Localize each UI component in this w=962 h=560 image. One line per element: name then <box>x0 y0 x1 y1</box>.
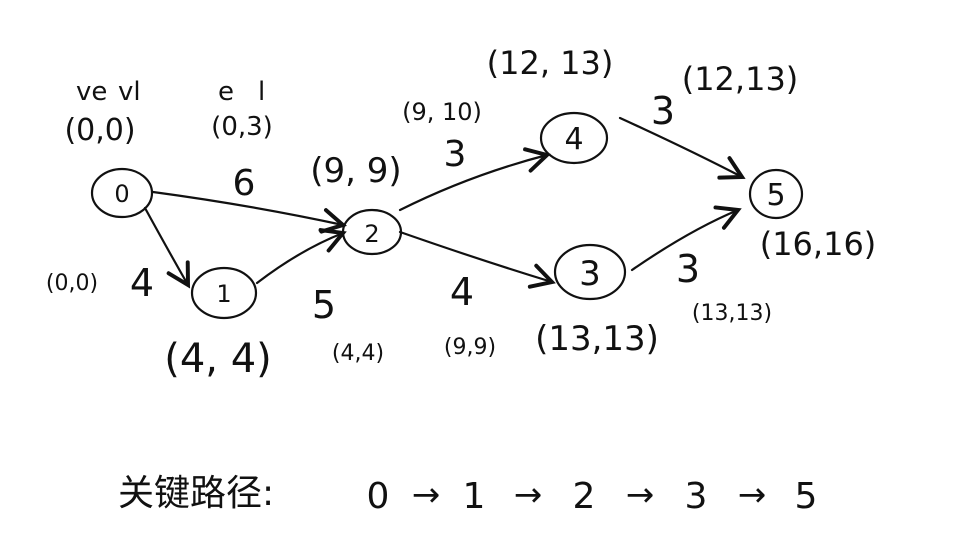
edge-2-3 <box>398 230 556 289</box>
node-4-label: 4 <box>564 122 583 157</box>
node-5-label: 5 <box>766 178 785 213</box>
critical-path-step-0: 0 <box>367 476 390 517</box>
l-header-label: l <box>258 77 265 107</box>
critical-path-arrow-3: → <box>626 475 655 515</box>
critical-path-step-4: 5 <box>795 476 818 517</box>
node-2: 2 <box>341 208 403 256</box>
critical-path-step-1: 1 <box>463 476 486 517</box>
node-0: 0 <box>90 167 154 219</box>
e-header-label: e <box>218 77 234 107</box>
vl-header-label: vl <box>118 77 141 107</box>
edge-4-5-weight: 3 <box>651 89 675 133</box>
node-2-times: (9, 9) <box>310 151 401 191</box>
edge-0-1-weight: 4 <box>130 261 154 305</box>
node-4: 4 <box>539 111 609 165</box>
node-0-times: (0,0) <box>64 113 135 148</box>
edge-1-2-weight: 5 <box>312 283 336 327</box>
edge-2-4 <box>398 147 551 212</box>
edge-1-2-el: (4,4) <box>332 341 384 366</box>
node-3-label: 3 <box>579 254 601 294</box>
node-4-times: (12, 13) <box>487 44 614 82</box>
edge-0-2 <box>151 190 347 234</box>
edge-0-1 <box>143 206 191 289</box>
edge-2-4-el: (9, 10) <box>402 98 482 126</box>
node-0-label: 0 <box>114 180 129 208</box>
critical-path-arrow-2: → <box>514 475 543 515</box>
node-5-times: (16,16) <box>760 225 877 263</box>
edge-2-3-weight: 4 <box>450 270 474 314</box>
edge-0-1-el: (0,0) <box>46 271 98 296</box>
critical-path-step-2: 2 <box>573 476 596 517</box>
critical-path-arrow-4: → <box>738 475 767 515</box>
edge-4-5-el: (12,13) <box>682 60 799 98</box>
edge-2-3-el: (9,9) <box>444 335 496 360</box>
node-2-label: 2 <box>364 220 379 248</box>
edge-1-2 <box>255 228 347 285</box>
node-1: 1 <box>190 266 258 320</box>
critical-path-label: 关键路径: <box>118 473 274 514</box>
edge-4-5 <box>618 116 746 180</box>
edge-3-5-el: (13,13) <box>692 301 772 326</box>
edge-0-2-weight: 6 <box>233 163 256 204</box>
ve-header-label: ve <box>76 77 107 107</box>
node-3-times: (13,13) <box>535 319 659 359</box>
node-1-times: (4, 4) <box>164 336 272 382</box>
edge-3-5-weight: 3 <box>676 247 700 291</box>
node-3: 3 <box>553 243 627 301</box>
node-1-label: 1 <box>216 280 231 308</box>
edge-0-2-el: (0,3) <box>211 112 273 142</box>
critical-path-step-3: 3 <box>685 476 708 517</box>
critical-path-arrow-1: → <box>412 475 441 515</box>
node-5: 5 <box>748 168 804 220</box>
edge-2-4-weight: 3 <box>444 134 467 175</box>
edge-3-5 <box>630 205 742 272</box>
